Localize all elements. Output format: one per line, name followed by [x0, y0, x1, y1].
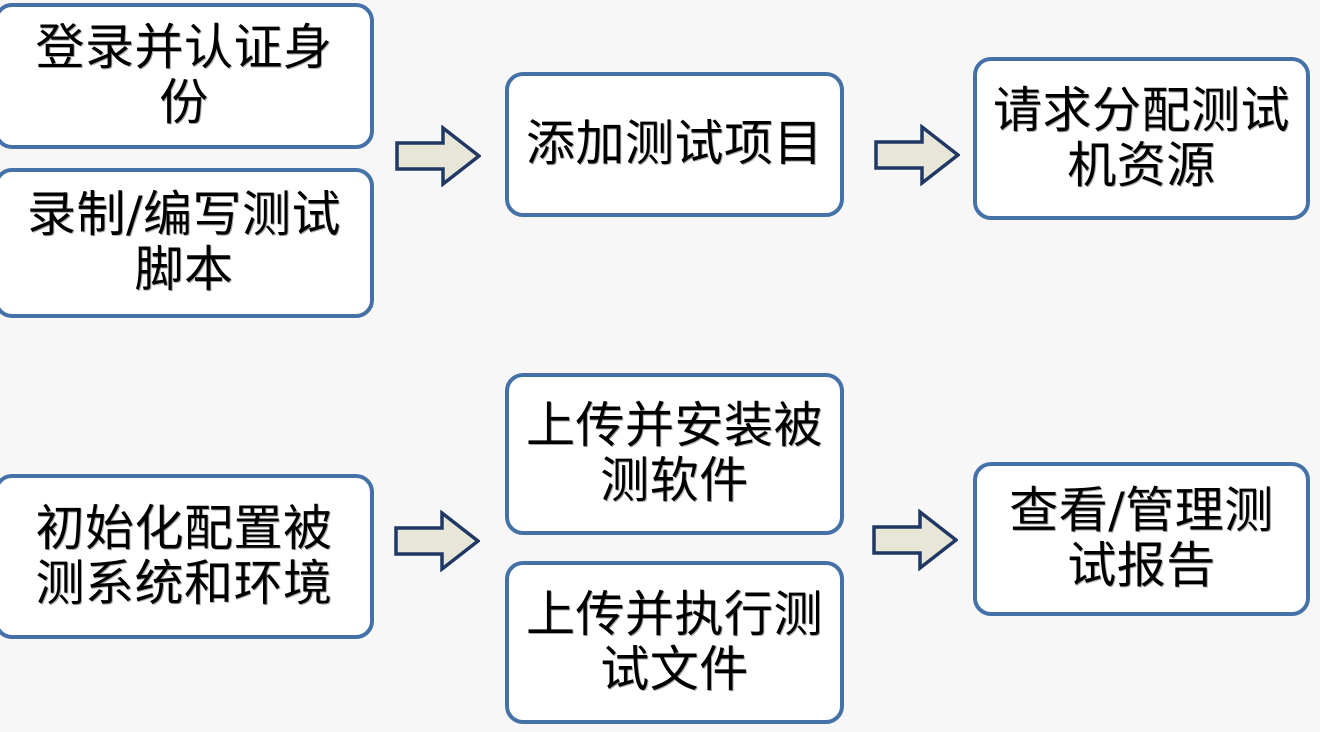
right-block-arrow-icon — [394, 510, 480, 572]
node-upload-execute-test-file[interactable]: 上传并执行测试文件 — [505, 561, 844, 724]
node-request-test-machine-resource[interactable]: 请求分配测试机资源 — [973, 57, 1310, 220]
node-view-manage-test-report[interactable]: 查看/管理测试报告 — [973, 462, 1310, 616]
right-block-arrow-icon — [395, 125, 481, 187]
right-block-arrow-icon — [872, 509, 958, 571]
right-block-arrow-icon — [874, 124, 960, 186]
node-initialize-system-environment[interactable]: 初始化配置被测系统和环境 — [0, 474, 374, 639]
node-upload-install-software[interactable]: 上传并安装被测软件 — [505, 373, 844, 535]
node-login-authenticate[interactable]: 登录并认证身份 — [0, 3, 374, 149]
node-add-test-project[interactable]: 添加测试项目 — [505, 72, 844, 217]
node-record-write-test-script[interactable]: 录制/编写测试脚本 — [0, 168, 374, 318]
